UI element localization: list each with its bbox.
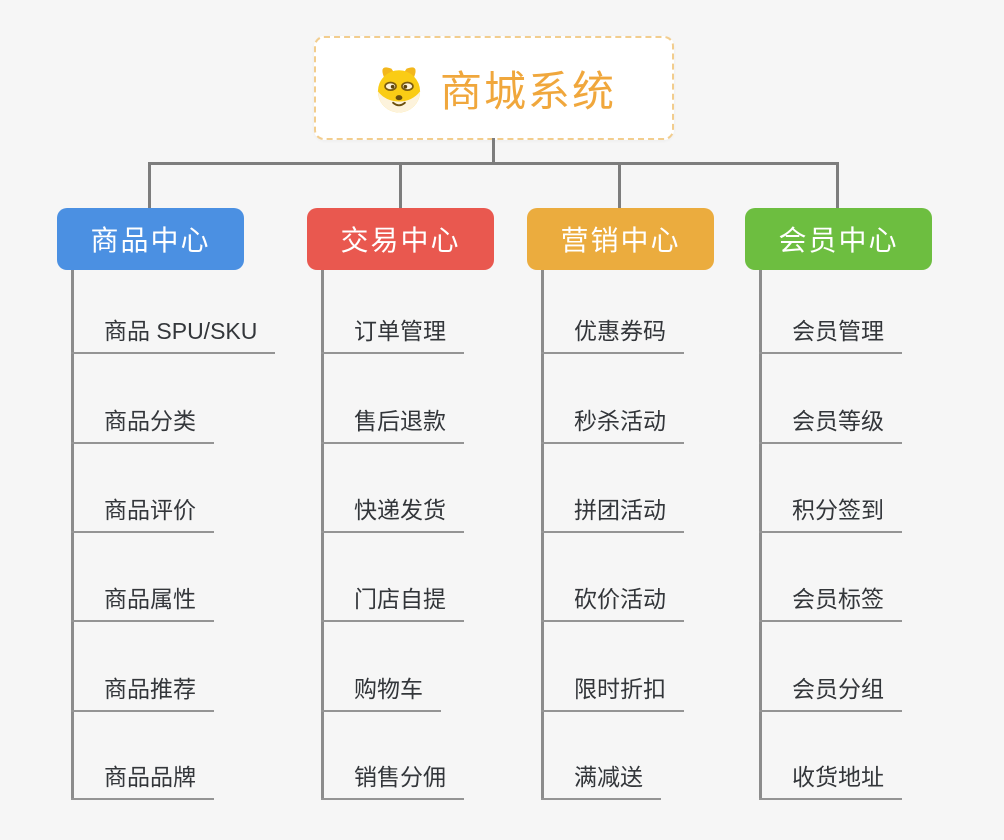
mindmap-node[interactable]: 门店自提 — [321, 584, 464, 622]
mindmap-node[interactable]: 优惠券码 — [541, 316, 684, 354]
mindmap-node[interactable]: 购物车 — [321, 674, 441, 712]
mindmap-node[interactable]: 积分签到 — [759, 495, 902, 533]
branch-header-member-center[interactable]: 会员中心 — [745, 208, 932, 270]
mindmap-node[interactable]: 会员分组 — [759, 674, 902, 712]
branch-header-product-center[interactable]: 商品中心 — [57, 208, 244, 270]
mindmap-node[interactable]: 商品评价 — [71, 495, 214, 533]
mindmap-node[interactable]: 砍价活动 — [541, 584, 684, 622]
mindmap-node[interactable]: 商品 SPU/SKU — [71, 316, 276, 354]
mindmap-node[interactable]: 拼团活动 — [541, 495, 684, 533]
branch-trunk-line — [321, 270, 324, 800]
branch-header-marketing-center[interactable]: 营销中心 — [527, 208, 714, 270]
branch-trade-center: 交易中心 订单管理 售后退款 快递发货 门店自提 购物车 销售分佣 — [307, 208, 494, 840]
branch-marketing-center: 营销中心 优惠券码 秒杀活动 拼团活动 砍价活动 限时折扣 满减送 — [527, 208, 714, 840]
mindmap-node[interactable]: 会员标签 — [759, 584, 902, 622]
branch-header-trade-center[interactable]: 交易中心 — [307, 208, 494, 270]
connector-horizontal-line — [149, 162, 839, 165]
dog-face-icon — [372, 61, 426, 115]
connector-drop-trade — [399, 162, 402, 210]
mindmap-node[interactable]: 会员管理 — [759, 316, 902, 354]
connector-drop-marketing — [618, 162, 621, 210]
root-title: 商城系统 — [439, 67, 616, 115]
branch-product-center: 商品中心 商品 SPU/SKU 商品分类 商品评价 商品属性 商品推荐 商品品牌 — [57, 208, 276, 840]
mindmap-node[interactable]: 会员等级 — [759, 406, 902, 444]
root-node[interactable]: 商城系统 — [314, 36, 674, 140]
mindmap-node[interactable]: 秒杀活动 — [541, 406, 684, 444]
mindmap-node[interactable]: 销售分佣 — [321, 762, 464, 800]
mindmap-node[interactable]: 商品推荐 — [71, 674, 214, 712]
mindmap-node[interactable]: 限时折扣 — [541, 674, 684, 712]
mindmap-node[interactable]: 售后退款 — [321, 406, 464, 444]
mindmap-node[interactable]: 商品品牌 — [71, 762, 214, 800]
mindmap-node[interactable]: 商品分类 — [71, 406, 214, 444]
mindmap-node[interactable]: 满减送 — [541, 762, 661, 800]
mindmap-node[interactable]: 订单管理 — [321, 316, 464, 354]
branch-trunk-line — [71, 270, 74, 800]
connector-drop-member — [836, 162, 839, 210]
mindmap-node[interactable]: 收货地址 — [759, 762, 902, 800]
mindmap-node[interactable]: 商品属性 — [71, 584, 214, 622]
branch-member-center: 会员中心 会员管理 会员等级 积分签到 会员标签 会员分组 收货地址 — [745, 208, 932, 840]
connector-root-drop — [492, 138, 495, 164]
connector-drop-product — [148, 162, 151, 210]
branch-trunk-line — [541, 270, 544, 800]
branch-trunk-line — [759, 270, 762, 800]
mindmap-node[interactable]: 快递发货 — [321, 495, 464, 533]
